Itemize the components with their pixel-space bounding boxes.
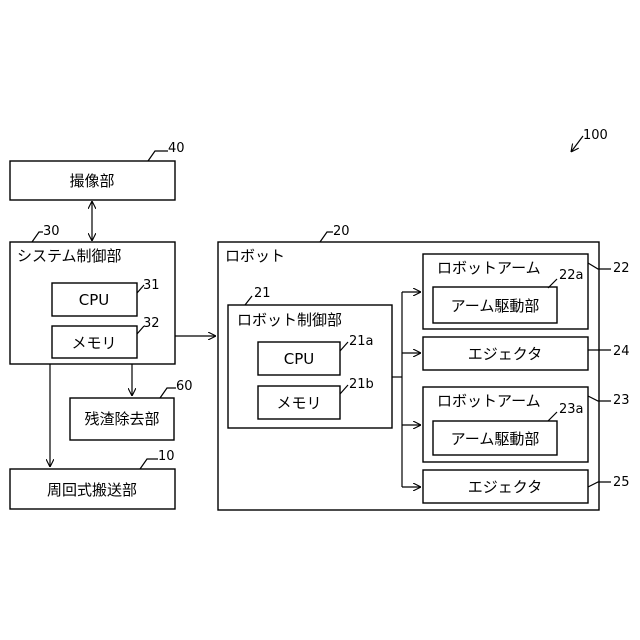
- robot-control-ref: 21: [254, 286, 271, 301]
- robot-cpu-label: CPU: [284, 350, 315, 368]
- arm2-label: ロボットアーム: [437, 392, 541, 410]
- residue-removal-label: 残渣除去部: [84, 410, 159, 428]
- system-control-label: システム制御部: [17, 247, 122, 265]
- camera-ref: 40: [168, 141, 185, 156]
- residue-removal-ref: 60: [176, 379, 193, 394]
- camera-ref-leader: [148, 151, 168, 161]
- conveyor-ref-leader: [140, 459, 158, 469]
- conveyor-ref: 10: [158, 449, 175, 464]
- ejector2-label: エジェクタ: [468, 478, 542, 496]
- ejector1-ref: 24: [613, 344, 630, 359]
- arm2-drive-label: アーム駆動部: [451, 430, 540, 448]
- arm2-ref: 23: [613, 393, 630, 408]
- system-cpu-ref: 31: [143, 278, 160, 293]
- camera-label: 撮像部: [69, 172, 114, 190]
- robot-cpu-ref: 21a: [349, 334, 374, 349]
- arm1-ref: 22: [613, 261, 630, 276]
- arm1-drive-label: アーム駆動部: [451, 297, 540, 315]
- ejector2-ref: 25: [613, 475, 630, 490]
- robot-ref-leader: [320, 232, 333, 242]
- system-memory-ref: 32: [143, 316, 160, 331]
- robot-label: ロボット: [225, 247, 285, 265]
- arm2-drive-ref: 23a: [559, 402, 584, 417]
- system-control-ref-leader: [32, 232, 43, 242]
- system-cpu-label: CPU: [79, 291, 110, 309]
- system-memory-label: メモリ: [71, 334, 116, 352]
- robot-ref: 20: [333, 224, 350, 239]
- system-ref-arrow: [571, 136, 583, 152]
- conveyor-label: 周回式搬送部: [47, 481, 137, 499]
- arm1-drive-ref: 22a: [559, 268, 584, 283]
- robot-control-label: ロボット制御部: [237, 311, 342, 329]
- arm1-label: ロボットアーム: [437, 259, 541, 277]
- residue-removal-ref-leader: [160, 388, 176, 398]
- robot-memory-ref: 21b: [349, 377, 374, 392]
- ejector1-label: エジェクタ: [468, 345, 542, 363]
- system-ref-label: 100: [583, 128, 608, 143]
- robot-memory-label: メモリ: [276, 394, 321, 412]
- system-control-ref: 30: [43, 224, 60, 239]
